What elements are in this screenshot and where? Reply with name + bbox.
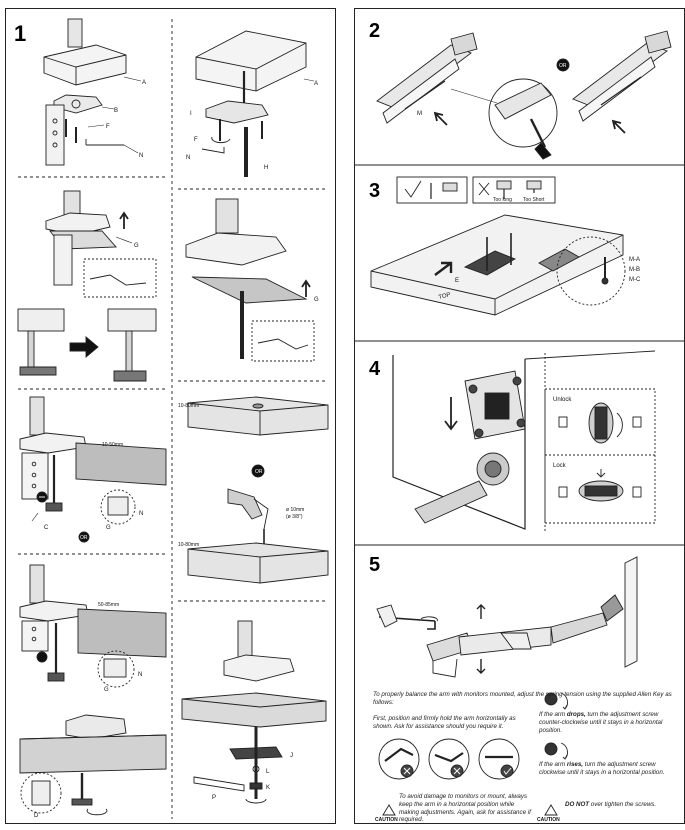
- range-50-85: 50-85mm: [98, 602, 119, 608]
- part-label-ma: M-A: [629, 257, 640, 263]
- drill-size: ø 10mm: [286, 507, 304, 513]
- part-label-f: F: [106, 124, 110, 130]
- part-label-e: E: [455, 278, 459, 284]
- step5-drops-instruction: If the arm drops, turn the adjustment sc…: [539, 711, 663, 734]
- part-label-c: C: [44, 525, 49, 531]
- part-label-a: A: [142, 80, 146, 86]
- or-badge-1: OR: [80, 535, 88, 541]
- step5-rises-instruction: If the arm rises, turn the adjustment sc…: [539, 761, 665, 776]
- part-label-l: L: [266, 769, 270, 775]
- step2-number: 2: [369, 20, 380, 42]
- part-label-d: D: [34, 813, 39, 819]
- part-label-a-2: A: [314, 81, 318, 87]
- part-label-i: I: [190, 111, 192, 117]
- step4-number: 4: [369, 358, 381, 380]
- unlock-label: Unlock: [553, 397, 572, 403]
- drill-size-inch: (ø 3/8"): [286, 514, 303, 520]
- or-badge-2: OR: [255, 469, 263, 475]
- part-label-h: H: [264, 165, 268, 171]
- part-label-g: G: [134, 243, 139, 249]
- caution-word-right: CAUTION: [537, 817, 560, 823]
- part-label-f-2: F: [194, 137, 198, 143]
- step3-number: 3: [369, 180, 380, 202]
- part-label-n: N: [139, 153, 143, 159]
- step5-number: 5: [369, 554, 380, 576]
- step5-caution-left: To avoid damage to monitors or mount, al…: [399, 793, 531, 824]
- step5-intro: To properly balance the arm with monitor…: [373, 691, 672, 706]
- part-label-mc: M-C: [629, 277, 641, 283]
- part-label-j: J: [290, 753, 293, 759]
- range-10-50: 10-50mm: [102, 442, 123, 448]
- part-label-n-3: N: [138, 672, 142, 678]
- step1-number: 1: [14, 21, 26, 46]
- part-label-b: B: [114, 108, 118, 114]
- or-badge-3: OR: [559, 63, 567, 69]
- too-long-label: Too long: [493, 197, 512, 203]
- too-short-label: Too Short: [523, 197, 545, 203]
- part-label-m: M: [417, 111, 422, 117]
- part-label-g-2: G: [106, 525, 111, 531]
- steps-2-5-panel: 2 M OR 3 Too long Too Short E TOP M-A M-…: [354, 8, 685, 824]
- part-label-g-4: G: [314, 297, 319, 303]
- part-label-p: P: [212, 795, 216, 801]
- step1-illustration: 1 A B F N G 10-50mm C N G OR 50-85mm N G…: [14, 18, 329, 819]
- part-label-k: K: [266, 785, 270, 791]
- part-label-n-2: N: [139, 511, 143, 517]
- step1-panel: 1 A B F N G 10-50mm C N G OR 50-85mm N G…: [5, 8, 336, 824]
- desk-thickness-2: 10-80mm: [178, 542, 199, 548]
- top-label: TOP: [438, 292, 451, 301]
- step5-caution-right: DO NOT over tighten the screws.: [565, 801, 657, 808]
- step5-hold-instruction: First, position and firmly hold the arm …: [373, 715, 516, 730]
- lock-label: Lock: [553, 463, 567, 469]
- part-label-mb: M-B: [629, 267, 640, 273]
- part-label-n-4: N: [186, 155, 190, 161]
- part-label-g-3: G: [104, 687, 109, 693]
- steps-2-5-illustration: 2 M OR 3 Too long Too Short E TOP M-A M-…: [355, 20, 685, 823]
- caution-word-left: CAUTION: [375, 817, 398, 823]
- desk-thickness-1: 10-80mm: [178, 403, 199, 409]
